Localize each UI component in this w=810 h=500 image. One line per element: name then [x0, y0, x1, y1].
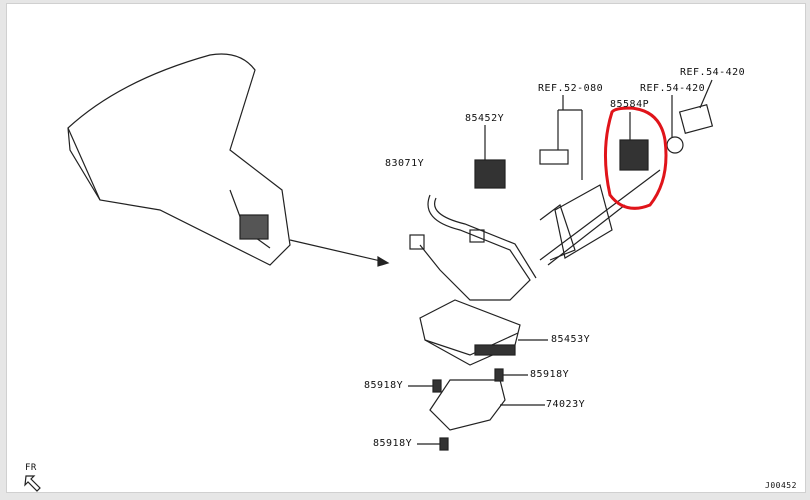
pointer-arrow — [289, 239, 386, 263]
label-ref-54-420-upper: REF.54-420 — [680, 67, 746, 78]
label-ref-54-420-lower: REF.54-420 — [640, 83, 706, 94]
wire-harness — [409, 169, 661, 301]
label-85452Y: 85452Y — [465, 113, 505, 124]
label-ref-52-080: REF.52-080 — [538, 83, 604, 94]
highlight-circle — [604, 106, 668, 210]
part-85453Y — [419, 299, 548, 366]
ref-52-080-leader — [557, 95, 583, 180]
part-85452Y — [474, 125, 506, 189]
label-85918Y-right: 85918Y — [530, 369, 570, 380]
bolt-icons — [408, 368, 528, 451]
label-74023Y: 74023Y — [546, 399, 586, 410]
diagram-sheet — [6, 3, 806, 493]
label-85453Y: 85453Y — [551, 334, 591, 345]
part-85584P — [619, 79, 714, 171]
front-arrow-icon — [24, 475, 41, 492]
label-front: FR — [25, 463, 37, 473]
ref-52-080-part — [539, 149, 569, 165]
label-85584P: 85584P — [610, 99, 650, 110]
label-85918Y-left: 85918Y — [364, 380, 404, 391]
part-74023Y — [429, 379, 545, 431]
label-83071Y: 83071Y — [385, 158, 425, 169]
label-85918Y-bottom: 85918Y — [373, 438, 413, 449]
drawing-number: J00452 — [765, 481, 797, 490]
steering-bracket — [539, 184, 613, 261]
dashboard-outline — [67, 53, 291, 266]
